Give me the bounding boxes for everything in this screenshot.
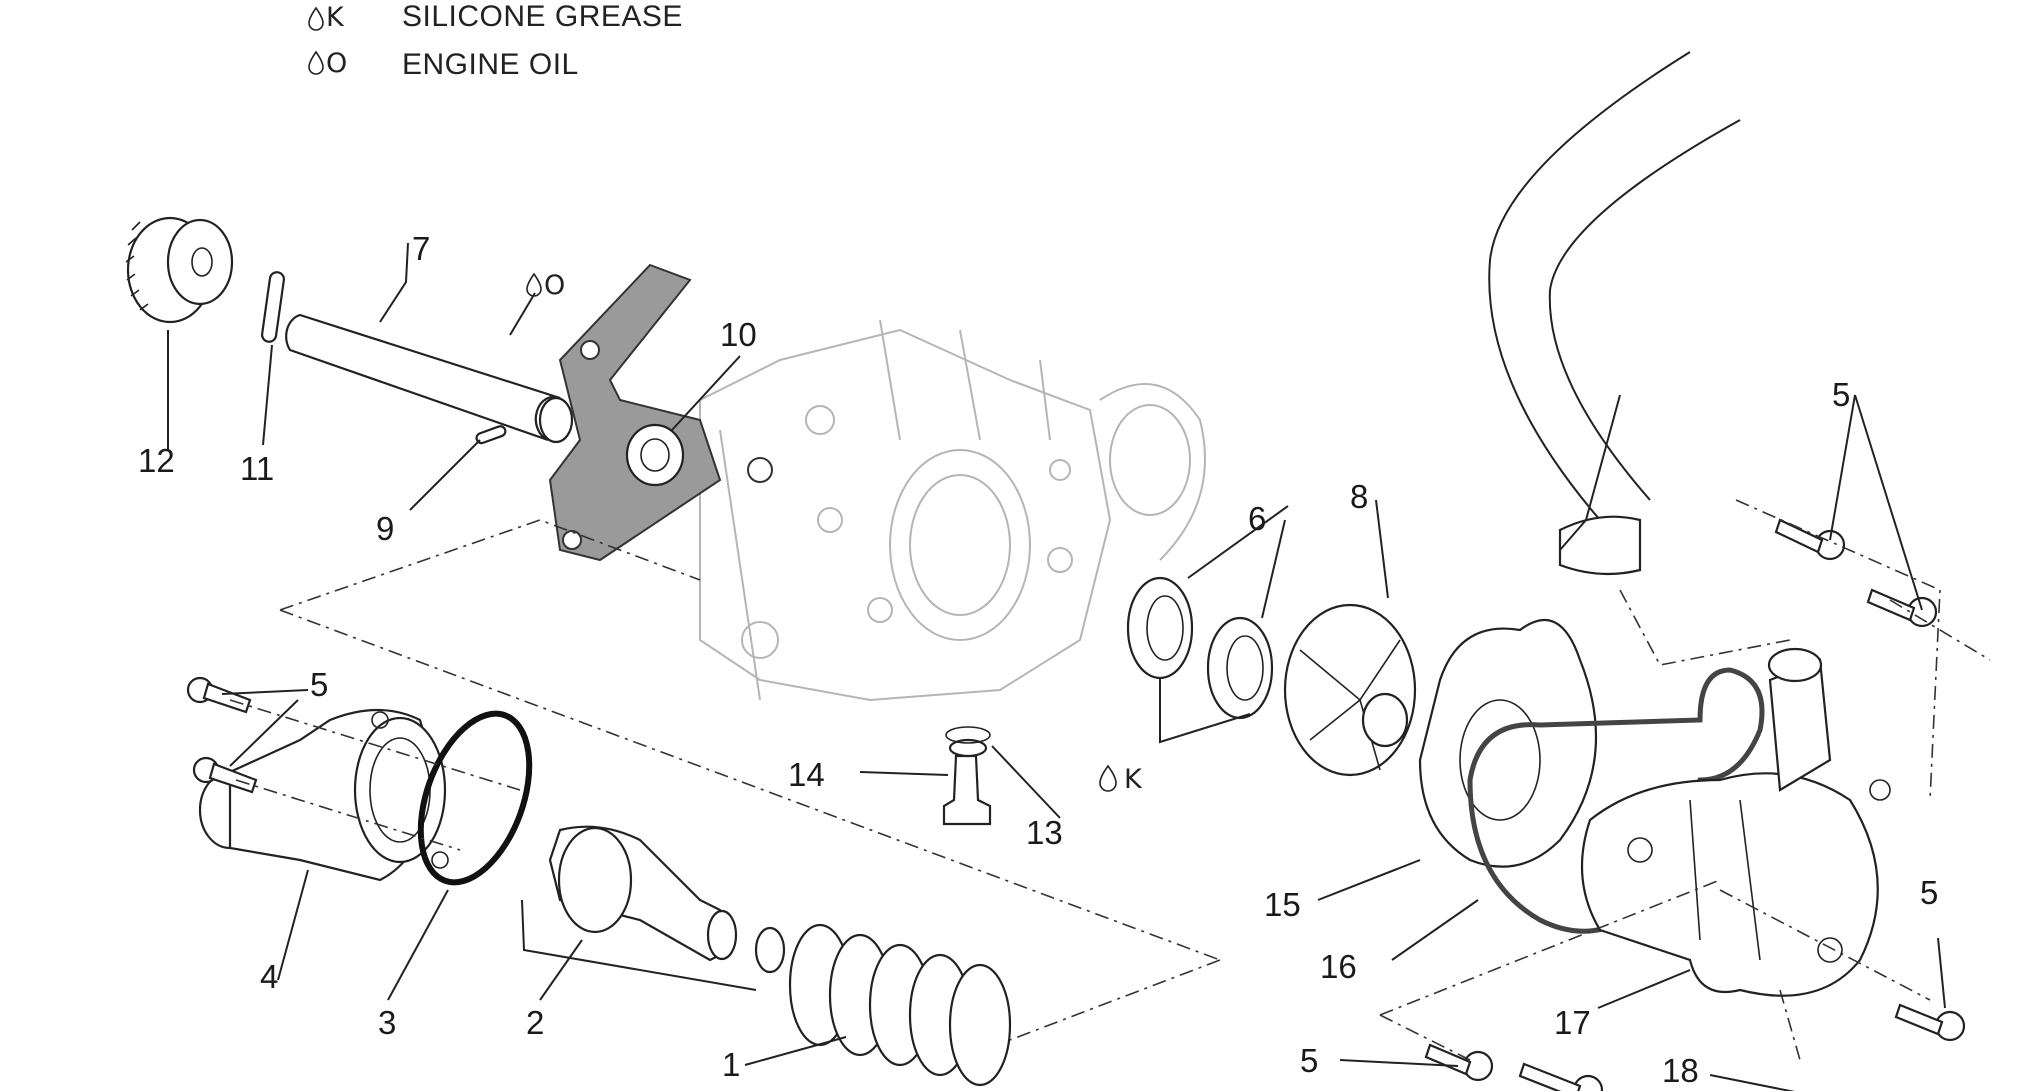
grease-marker-letter: K — [1124, 764, 1143, 795]
label-3: 3 — [378, 1004, 396, 1041]
pump-cover-17 — [1580, 647, 1891, 997]
seal-6a — [1126, 576, 1194, 680]
gasket-plate — [548, 263, 773, 562]
label-2: 2 — [526, 1004, 544, 1041]
screw-18 — [1518, 1062, 1604, 1091]
label-12: 12 — [138, 442, 175, 479]
label-1: 1 — [722, 1046, 740, 1083]
label-15: 15 — [1264, 886, 1301, 923]
label-9: 9 — [376, 510, 394, 547]
label-5-left: 5 — [310, 666, 328, 703]
o-ring-3 — [417, 710, 533, 886]
legend-text: ENGINE OIL — [402, 48, 579, 81]
oil-marker-letter: O — [544, 270, 565, 301]
label-5-bottom-right: 5 — [1920, 874, 1938, 911]
label-14: 14 — [788, 756, 825, 793]
engine-housing-ghost — [699, 319, 1206, 702]
engine-oil-marker: O — [526, 270, 565, 301]
leader-lines — [167, 242, 1946, 1091]
label-11: 11 — [240, 450, 274, 487]
label-6: 6 — [1248, 500, 1266, 537]
silicone-grease-marker: K — [1099, 764, 1143, 795]
oil-drop-icon — [526, 272, 542, 297]
label-16: 16 — [1320, 948, 1357, 985]
assembly-lines — [229, 499, 1991, 1061]
gear-12 — [125, 216, 234, 324]
screw-5-right-lower — [1894, 1003, 1966, 1042]
label-18: 18 — [1662, 1052, 1699, 1089]
legend: K SILICONE GREASE O ENGINE OIL — [308, 0, 683, 81]
label-5-top-right: 5 — [1832, 376, 1850, 413]
part-labels: 1 2 3 4 5 5 5 5 6 7 8 9 10 11 12 13 14 1… — [138, 230, 1938, 1089]
spring-1 — [788, 923, 1012, 1087]
legend-item-silicone-grease: K SILICONE GREASE — [308, 0, 683, 33]
washer-13 — [945, 726, 991, 744]
screw-5-right-upper-b — [1866, 588, 1938, 628]
label-5-bottom: 5 — [1300, 1042, 1318, 1079]
legend-symbol: K — [326, 2, 345, 33]
legend-text: SILICONE GREASE — [402, 0, 683, 33]
oil-drop-icon — [308, 50, 324, 75]
legend-item-engine-oil: O ENGINE OIL — [308, 48, 579, 81]
small-o-ring — [754, 926, 786, 974]
shaft-7 — [285, 313, 574, 444]
seal-6b — [1206, 616, 1274, 720]
screw-5-left-top — [186, 676, 252, 714]
oil-drop-icon — [1099, 764, 1117, 792]
thermostat-housing-4 — [198, 708, 449, 882]
pin-11 — [261, 271, 285, 343]
impeller-8 — [1283, 603, 1417, 777]
washer-10 — [625, 423, 685, 487]
legend-symbol: O — [326, 48, 347, 79]
drain-bolt-14 — [942, 738, 992, 826]
gasket-15 — [1418, 619, 1598, 868]
o-ring-16 — [1467, 667, 1765, 934]
screw-5-right-upper-a — [1774, 518, 1846, 561]
label-10: 10 — [720, 316, 757, 353]
oil-drop-icon — [308, 6, 324, 31]
screw-5-left-bottom — [192, 756, 258, 794]
label-7: 7 — [412, 230, 430, 267]
coolant-hose — [1488, 51, 1741, 576]
label-13: 13 — [1026, 814, 1063, 851]
label-4: 4 — [260, 958, 278, 995]
pin-9 — [475, 425, 507, 445]
label-17: 17 — [1554, 1004, 1591, 1041]
screw-5-bottom — [1424, 1043, 1494, 1082]
thermostat-2 — [548, 825, 738, 962]
label-8: 8 — [1350, 478, 1368, 515]
